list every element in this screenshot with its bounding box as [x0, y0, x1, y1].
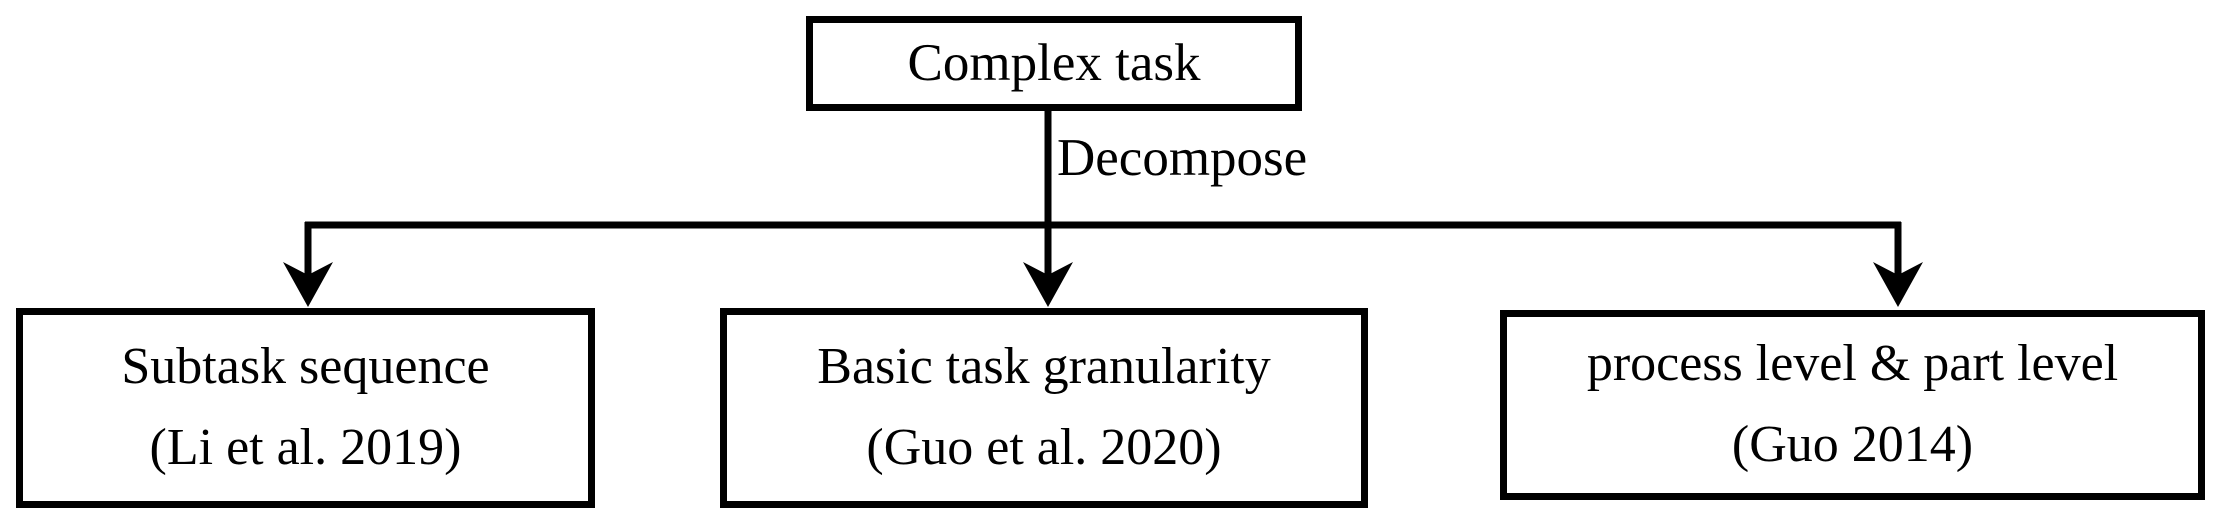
node-complex-task-label: Complex task [907, 33, 1201, 92]
node-subtask-sequence-citation: (Li et al. 2019) [149, 419, 462, 476]
node-basic-task-granularity-citation: (Guo et al. 2020) [866, 419, 1222, 476]
node-process-level-part-level-title: process level & part level [1586, 335, 2119, 393]
arrowhead-right [1873, 262, 1923, 307]
node-subtask-sequence[interactable]: Subtask sequence (Li et al. 2019) [16, 308, 595, 508]
arrowhead-left [283, 262, 333, 307]
node-complex-task[interactable]: Complex task [806, 16, 1302, 111]
node-basic-task-granularity-title: Basic task granularity [817, 338, 1271, 396]
node-subtask-sequence-title: Subtask sequence [121, 338, 490, 396]
node-process-level-part-level[interactable]: process level & part level (Guo 2014) [1500, 310, 2205, 500]
edge-label-decompose: Decompose [1057, 129, 1308, 187]
arrowhead-middle [1023, 262, 1073, 307]
node-process-level-part-level-citation: (Guo 2014) [1731, 416, 1974, 473]
node-basic-task-granularity[interactable]: Basic task granularity (Guo et al. 2020) [720, 308, 1368, 508]
